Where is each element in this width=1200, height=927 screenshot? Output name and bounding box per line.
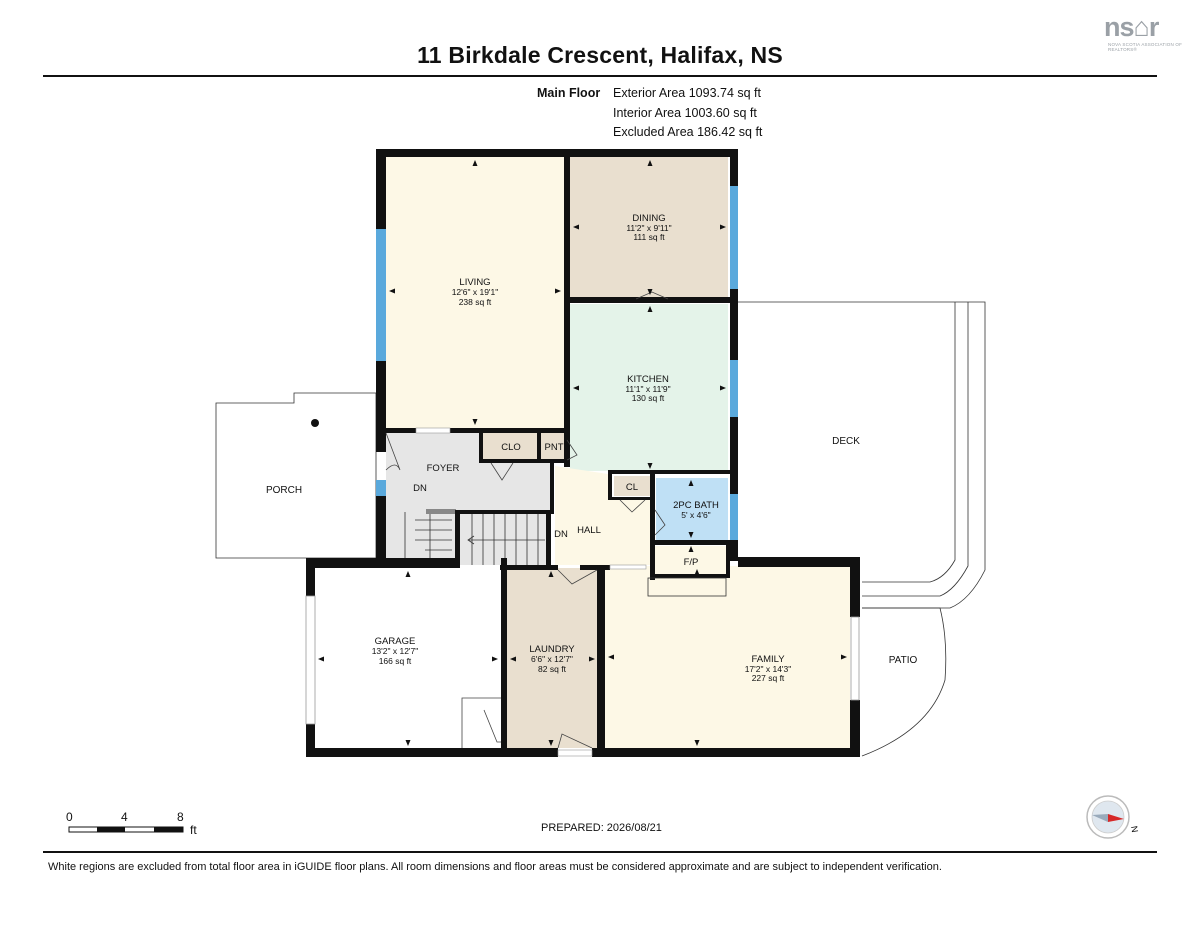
scale-unit: ft: [190, 823, 197, 837]
dining-area: 111 sq ft: [633, 232, 665, 242]
living-fill: [386, 157, 564, 428]
family-name: FAMILY: [751, 654, 785, 665]
family-dims: 17'2" x 14'3": [745, 664, 792, 674]
family-area: 227 sq ft: [752, 673, 785, 683]
garage-dims: 13'2" x 12'7": [372, 646, 419, 656]
garage-name: GARAGE: [375, 636, 416, 647]
bath-dims: 5' x 4'6": [681, 510, 710, 520]
outdoor-outlines: [215, 301, 986, 757]
header-divider: [43, 75, 1157, 77]
porch-outline: [215, 392, 377, 559]
kitchen-area: 130 sq ft: [632, 393, 665, 403]
deck-rail-outer: [862, 302, 969, 597]
room-labels: LIVING 12'6" x 19'1" 238 sq ft DINING 11…: [266, 213, 918, 683]
living-area: 238 sq ft: [459, 297, 492, 307]
deck-label: DECK: [832, 436, 860, 447]
nsar-logo: ns⌂r NOVA SCOTIA ASSOCIATION OF REALTORS…: [1104, 12, 1194, 58]
kitchen-name: KITCHEN: [627, 374, 669, 385]
living-dims: 12'6" x 19'1": [452, 287, 499, 297]
pnt-fill: [541, 432, 567, 460]
scale-tick-4: 4: [121, 810, 128, 824]
page-title: 11 Birkdale Crescent, Halifax, NS: [417, 42, 783, 68]
garage-fill: [315, 568, 501, 748]
garage-area: 166 sq ft: [379, 656, 412, 666]
laundry-dims: 6'6" x 12'7": [531, 654, 573, 664]
prepared-date: PREPARED: 2026/08/21: [541, 822, 662, 834]
room-fills: [315, 157, 850, 749]
hall-name: HALL: [577, 525, 601, 536]
family-fill: [605, 566, 850, 749]
windows: [305, 186, 860, 757]
pnt-name: PNT: [545, 442, 564, 453]
kitchen-fill: [570, 304, 728, 471]
cl-fill: [614, 476, 650, 496]
cl-name: CL: [626, 482, 638, 493]
deck-outline: [738, 301, 986, 609]
hall-dn: DN: [554, 529, 568, 540]
stairs: [404, 509, 545, 566]
hall-fill: [555, 466, 650, 565]
doors: [385, 291, 669, 749]
foyer-name: FOYER: [427, 463, 460, 474]
disclaimer-text: White regions are excluded from total fl…: [48, 861, 942, 873]
kitchen-dims: 11'1" x 11'9": [625, 384, 670, 394]
foyer-fill: [386, 432, 550, 566]
scale-tick-0: 0: [66, 810, 73, 824]
clo-name: CLO: [501, 442, 521, 453]
fp-name: F/P: [684, 557, 699, 568]
foyer-dn: DN: [413, 483, 427, 494]
scale-bar: [68, 826, 184, 833]
clo-fill: [483, 432, 537, 460]
deck-rail-inner: [862, 302, 956, 583]
bath-fill: [656, 478, 728, 540]
laundry-fill: [507, 568, 597, 748]
laundry-name: LAUNDRY: [529, 644, 575, 655]
dimension-arrows: [318, 160, 847, 746]
living-name: LIVING: [459, 277, 490, 288]
logo-subtitle: NOVA SCOTIA ASSOCIATION OF REALTORS®: [1108, 42, 1183, 52]
scale-tick-8: 8: [177, 810, 184, 824]
porch-light-dot: [311, 419, 319, 427]
exterior-area: Exterior Area 1093.74 sq ft: [613, 86, 762, 100]
patio-outline: [861, 607, 947, 757]
dining-fill: [570, 157, 728, 298]
bath-name: 2PC BATH: [673, 500, 719, 511]
floor-label: Main Floor: [537, 86, 601, 100]
compass-north-label: N: [1129, 825, 1140, 833]
interior-area: Interior Area 1003.60 sq ft: [613, 106, 757, 120]
excluded-area: Excluded Area 186.42 sq ft: [613, 125, 763, 139]
logo-text: ns⌂r: [1104, 12, 1159, 42]
dining-dims: 11'2" x 9'11": [626, 223, 671, 233]
compass-icon: [1086, 795, 1130, 839]
patio-label: PATIO: [889, 655, 918, 666]
porch-label: PORCH: [266, 485, 302, 496]
dining-name: DINING: [632, 213, 665, 224]
laundry-area: 82 sq ft: [538, 664, 567, 674]
